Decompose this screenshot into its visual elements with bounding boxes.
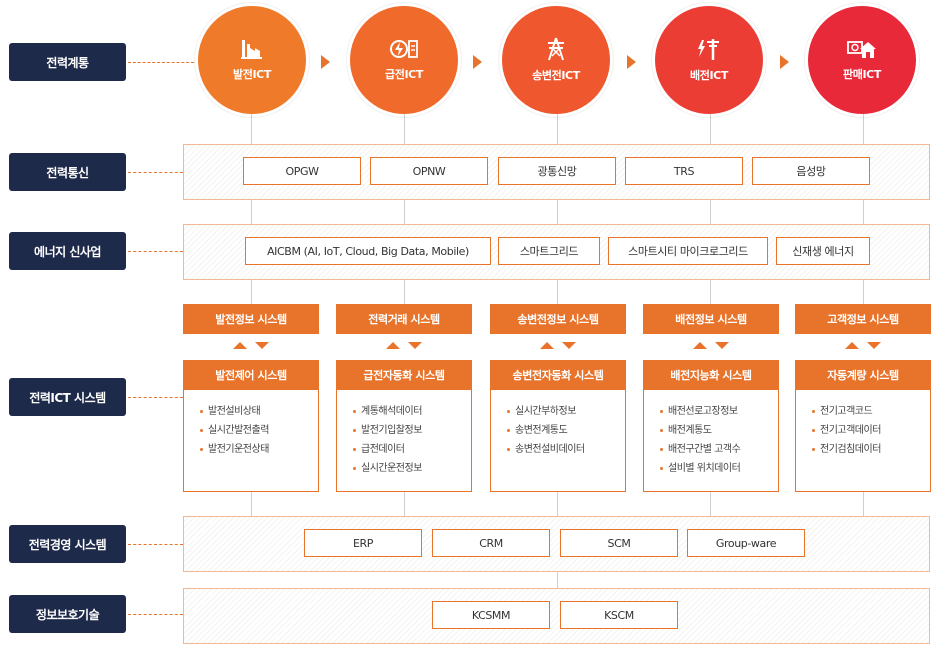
list-item: 발전기입찰정보 <box>353 421 471 440</box>
flow-arrow-icon <box>627 55 636 69</box>
dashed-connector <box>128 62 194 63</box>
ict-info-system: 전력거래 시스템 <box>336 304 472 334</box>
list-item: 송변전설비데이터 <box>507 440 625 459</box>
exchange-arrows-icon <box>336 342 472 349</box>
row-label-energy: 에너지 신사업 <box>9 232 126 270</box>
mgmt-item-crm: CRM <box>432 529 550 557</box>
exchange-arrows-icon <box>795 342 931 349</box>
list-item: 설비별 위치데이터 <box>660 459 778 478</box>
mgmt-item-erp: ERP <box>304 529 422 557</box>
circle-generation-ict: 발전ICT <box>194 2 310 118</box>
circle-transmission-ict: 송변전ICT <box>498 2 614 118</box>
list-item: 실시간발전출력 <box>200 421 318 440</box>
row-label-comm: 전력통신 <box>9 153 126 191</box>
list-item: 송변전계통도 <box>507 421 625 440</box>
dashed-connector <box>128 544 183 545</box>
dashed-connector <box>128 172 183 173</box>
row-label-mgmt: 전력경영 시스템 <box>9 525 126 563</box>
flow-arrow-icon <box>780 55 789 69</box>
connector-line <box>557 572 558 588</box>
ict-info-system: 송변전정보 시스템 <box>490 304 626 334</box>
comm-item-opnw: OPNW <box>370 157 488 185</box>
connector-line <box>404 114 405 304</box>
exchange-arrows-icon <box>490 342 626 349</box>
ict-data-list: 발전설비상태 실시간발전출력 발전기운전상태 <box>183 390 319 492</box>
comm-item-trs: TRS <box>625 157 743 185</box>
list-item: 전기검침데이터 <box>812 440 930 459</box>
list-item: 배전선로고장정보 <box>660 402 778 421</box>
ict-info-system: 고객정보 시스템 <box>795 304 931 334</box>
mgmt-panel <box>183 516 930 572</box>
mgmt-item-scm: SCM <box>560 529 678 557</box>
energy-item-smartgrid: 스마트그리드 <box>498 237 600 265</box>
ict-data-list: 계통해석데이터 발전기입찰정보 급전데이터 실시간운전정보 <box>336 390 472 492</box>
energy-item-microgrid: 스마트시티 마이크로그리드 <box>608 237 768 265</box>
list-item: 전기고객코드 <box>812 402 930 421</box>
ict-column-transmission: 송변전정보 시스템 송변전자동화 시스템 실시간부하정보 송변전계통도 송변전설… <box>490 304 626 492</box>
row-label-security: 정보보호기술 <box>9 595 126 633</box>
list-item: 발전기운전상태 <box>200 440 318 459</box>
security-panel <box>183 588 930 644</box>
connector-line <box>710 492 711 516</box>
ict-column-distribution: 배전정보 시스템 배전지능화 시스템 배전선로고장정보 배전계통도 배전구간별 … <box>643 304 779 492</box>
list-item: 배전구간별 고객수 <box>660 440 778 459</box>
ict-column-sales: 고객정보 시스템 자동계량 시스템 전기고객코드 전기고객데이터 전기검침데이터 <box>795 304 931 492</box>
energy-item-aicbm: AICBM (AI, IoT, Cloud, Big Data, Mobile) <box>245 237 491 265</box>
energy-item-renewable: 신재생 에너지 <box>776 237 870 265</box>
ict-control-system: 자동계량 시스템 <box>795 360 931 390</box>
connector-line <box>251 114 252 304</box>
ict-column-generation: 발전정보 시스템 발전제어 시스템 발전설비상태 실시간발전출력 발전기운전상태 <box>183 304 319 492</box>
dashed-connector <box>128 251 183 252</box>
row-label-grid: 전력계통 <box>9 43 126 81</box>
mgmt-item-groupware: Group-ware <box>687 529 805 557</box>
ict-column-dispatch: 전력거래 시스템 급전자동화 시스템 계통해석데이터 발전기입찰정보 급전데이터… <box>336 304 472 492</box>
comm-item-voice: 음성망 <box>752 157 870 185</box>
connector-line <box>404 492 405 516</box>
circle-distribution-ict: 배전ICT <box>651 2 767 118</box>
connector-line <box>557 492 558 516</box>
ict-control-system: 배전지능화 시스템 <box>643 360 779 390</box>
security-item-kscm: KSCM <box>560 601 678 629</box>
ict-data-list: 배전선로고장정보 배전계통도 배전구간별 고객수 설비별 위치데이터 <box>643 390 779 492</box>
circle-dispatch-ict: 급전ICT <box>346 2 462 118</box>
comm-item-opgw: OPGW <box>243 157 361 185</box>
connector-line <box>863 114 864 304</box>
row-label-ict: 전력ICT 시스템 <box>9 378 126 416</box>
dashed-connector <box>128 397 183 398</box>
flow-arrow-icon <box>321 55 330 69</box>
ict-control-system: 송변전자동화 시스템 <box>490 360 626 390</box>
connector-line <box>251 492 252 516</box>
ict-data-list: 실시간부하정보 송변전계통도 송변전설비데이터 <box>490 390 626 492</box>
ict-info-system: 발전정보 시스템 <box>183 304 319 334</box>
connector-line <box>557 114 558 304</box>
flow-arrow-icon <box>473 55 482 69</box>
list-item: 계통해석데이터 <box>353 402 471 421</box>
list-item: 전기고객데이터 <box>812 421 930 440</box>
ict-data-list: 전기고객코드 전기고객데이터 전기검침데이터 <box>795 390 931 492</box>
connector-line <box>863 492 864 516</box>
circle-sales-ict: 판매ICT <box>804 2 920 118</box>
connector-line <box>710 114 711 304</box>
dashed-connector <box>128 614 183 615</box>
security-item-kcsmm: KCSMM <box>432 601 550 629</box>
exchange-arrows-icon <box>643 342 779 349</box>
ict-info-system: 배전정보 시스템 <box>643 304 779 334</box>
list-item: 실시간운전정보 <box>353 459 471 478</box>
ict-control-system: 급전자동화 시스템 <box>336 360 472 390</box>
exchange-arrows-icon <box>183 342 319 349</box>
list-item: 발전설비상태 <box>200 402 318 421</box>
list-item: 실시간부하정보 <box>507 402 625 421</box>
comm-item-optical: 광통신망 <box>498 157 616 185</box>
list-item: 배전계통도 <box>660 421 778 440</box>
list-item: 급전데이터 <box>353 440 471 459</box>
ict-control-system: 발전제어 시스템 <box>183 360 319 390</box>
